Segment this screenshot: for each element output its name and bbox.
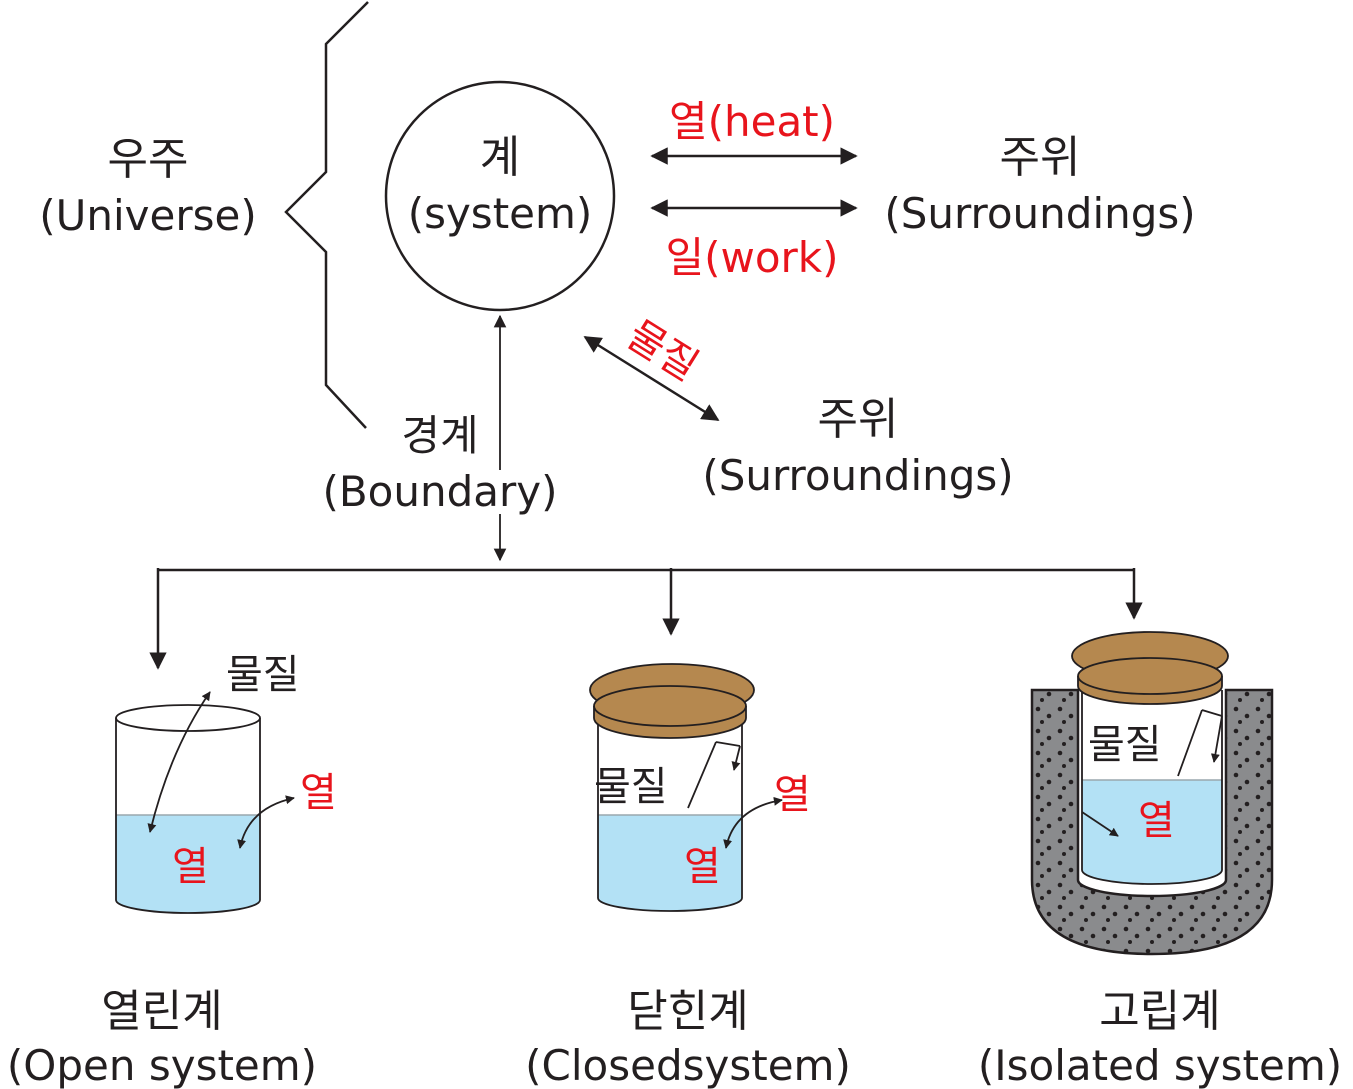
- universe-label-ko: 우주: [108, 134, 189, 185]
- boundary-label-ko: 경계: [401, 411, 478, 460]
- isolated-system-beaker: [1030, 631, 1274, 956]
- isolated-system-label-ko: 고립계: [1099, 986, 1220, 1037]
- open-system-beaker: [115, 691, 295, 914]
- universe-label-en: (Universe): [39, 191, 257, 240]
- system-circle: [384, 80, 616, 312]
- isolated-heat-label: 열: [1138, 798, 1175, 844]
- closed-matter-label: 물질: [594, 764, 668, 810]
- heat-label: 열(heat): [669, 97, 835, 146]
- open-heat-in-label: 열: [172, 844, 209, 890]
- isolated-matter-label: 물질: [1088, 722, 1162, 768]
- closed-system-beaker: [589, 663, 783, 912]
- closed-heat-in-label: 열: [684, 844, 721, 890]
- surroundings-top-en: (Surroundings): [884, 189, 1195, 238]
- open-system-label-en: (Open system): [7, 1041, 317, 1089]
- closed-system-label-en: (Closedsystem): [525, 1041, 851, 1089]
- universe-brace: [284, 1, 369, 429]
- open-system-label-ko: 열린계: [101, 986, 222, 1037]
- matter-label: 물질: [619, 312, 706, 390]
- work-label: 일(work): [665, 233, 838, 282]
- surroundings-mid-ko: 주위: [818, 394, 899, 445]
- closed-system-label-ko: 닫힌계: [627, 986, 748, 1037]
- boundary-label-en: (Boundary): [322, 467, 557, 516]
- surroundings-top-ko: 주위: [1000, 132, 1081, 183]
- open-matter-label: 물질: [226, 652, 300, 698]
- matter-arrow: [583, 335, 720, 422]
- system-label-ko: 계: [480, 132, 520, 183]
- closed-heat-out-label: 열: [774, 772, 811, 818]
- open-heat-out-label: 열: [300, 770, 337, 816]
- surroundings-mid-en: (Surroundings): [702, 451, 1013, 500]
- system-label-en: (system): [408, 189, 593, 238]
- isolated-system-label-en: (Isolated system): [978, 1041, 1342, 1089]
